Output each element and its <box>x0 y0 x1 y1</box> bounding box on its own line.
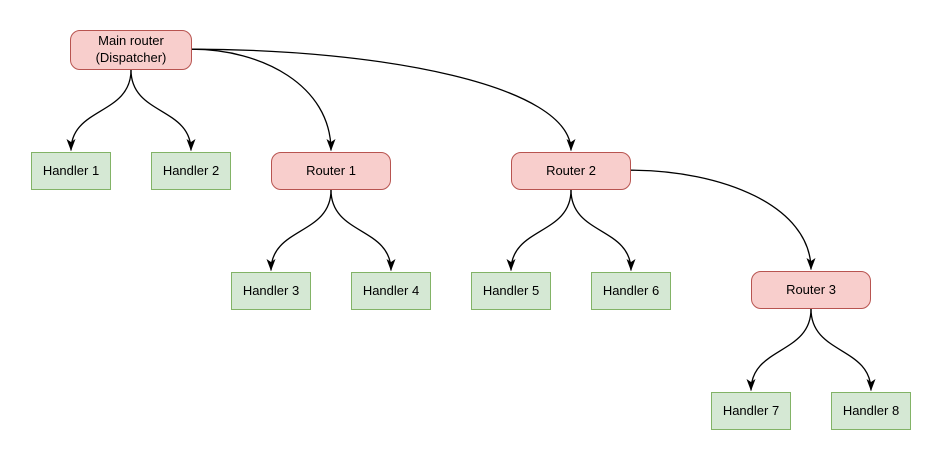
node-label: Handler 7 <box>722 402 780 418</box>
edge-r2-r3 <box>630 169 816 270</box>
node-h6: Handler 6 <box>591 272 671 310</box>
node-r2: Router 2 <box>511 152 631 190</box>
edge-r3-h7 <box>746 308 812 391</box>
edges-group <box>66 48 876 391</box>
edge-r3-h8 <box>810 308 876 391</box>
edge-main-r2 <box>191 48 576 151</box>
edge-r2-h6 <box>570 189 636 271</box>
node-h8: Handler 8 <box>831 392 911 430</box>
node-h7: Handler 7 <box>711 392 791 430</box>
edge-main-h1 <box>66 69 132 151</box>
node-main: Main router (Dispatcher) <box>70 30 192 70</box>
node-label: Handler 3 <box>242 282 300 298</box>
node-r1: Router 1 <box>271 152 391 190</box>
node-h3: Handler 3 <box>231 272 311 310</box>
edge-r2-h5 <box>506 189 572 271</box>
node-label: Handler 1 <box>42 162 100 178</box>
node-label: Handler 2 <box>162 162 220 178</box>
node-r3: Router 3 <box>751 271 871 309</box>
node-h5: Handler 5 <box>471 272 551 310</box>
node-h1: Handler 1 <box>31 152 111 190</box>
edge-main-h2 <box>130 69 196 151</box>
node-label: Router 3 <box>786 281 836 297</box>
node-label: Handler 5 <box>482 282 540 298</box>
node-label: Main router (Dispatcher) <box>95 33 167 65</box>
node-label: Handler 8 <box>842 402 900 418</box>
edge-r1-h3 <box>266 189 332 271</box>
node-label: Router 2 <box>546 162 596 178</box>
node-label: Handler 4 <box>362 282 420 298</box>
node-h2: Handler 2 <box>151 152 231 190</box>
edge-r1-h4 <box>330 189 396 271</box>
edge-main-r1 <box>191 48 336 151</box>
node-label: Router 1 <box>306 162 356 178</box>
node-label: Handler 6 <box>602 282 660 298</box>
node-h4: Handler 4 <box>351 272 431 310</box>
